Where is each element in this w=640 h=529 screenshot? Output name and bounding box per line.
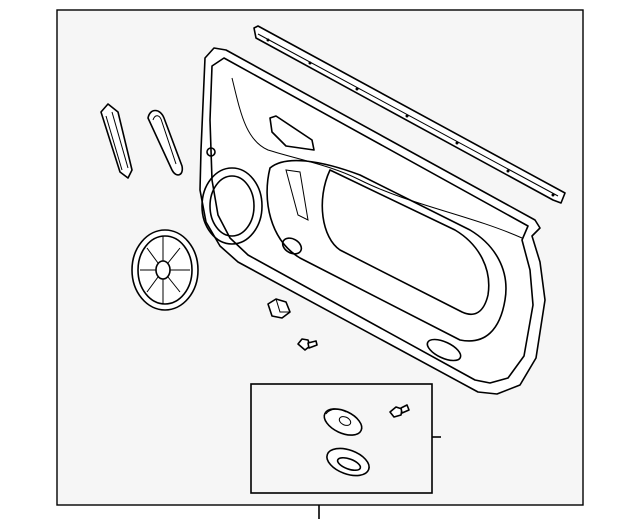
retainer-clip — [267, 298, 291, 319]
speaker-grille — [131, 229, 199, 311]
oval-bezel — [326, 447, 370, 477]
belt-weatherstrip — [253, 25, 566, 204]
screw — [297, 338, 318, 351]
switch-bezel — [100, 103, 133, 179]
grommet — [323, 408, 363, 436]
door-trim-panel — [199, 47, 546, 395]
handle-bezel — [147, 109, 184, 176]
inset-box — [250, 383, 433, 494]
small-screw — [389, 404, 410, 418]
